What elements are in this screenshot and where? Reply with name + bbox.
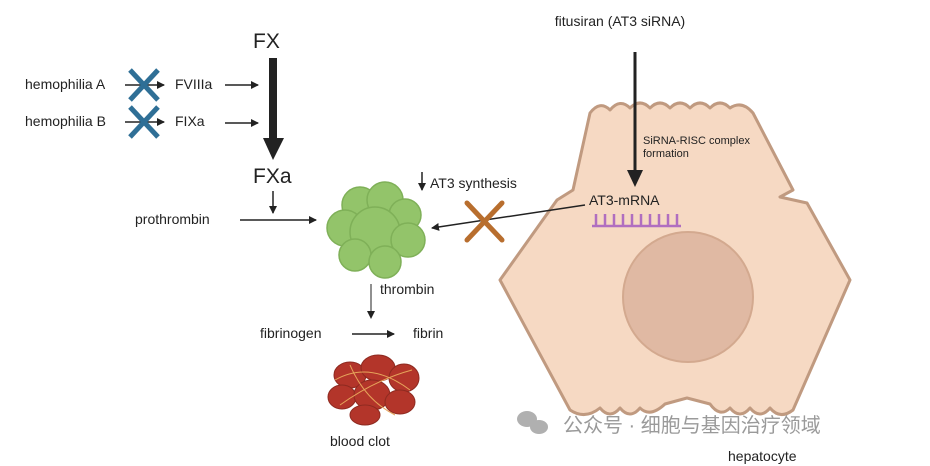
fibrin-label: fibrin bbox=[413, 325, 443, 341]
sirna-risc-label-1: SiRNA-RISC complex bbox=[643, 135, 750, 147]
thrombin-molecule-icon bbox=[326, 181, 426, 279]
prothrombin-label: prothrombin bbox=[135, 211, 210, 227]
blocked-x-icon bbox=[128, 68, 160, 102]
fx-to-fxa-arrow bbox=[269, 58, 277, 140]
blocked-x-icon bbox=[128, 105, 160, 139]
fxa-label: FXa bbox=[253, 165, 292, 188]
nucleus bbox=[622, 231, 754, 363]
fitusiran-label: fitusiran (AT3 siRNA) bbox=[555, 13, 685, 29]
hepatocyte-label: hepatocyte bbox=[728, 448, 797, 464]
fx-arrowhead bbox=[263, 138, 284, 160]
thrombin-label: thrombin bbox=[380, 281, 434, 297]
hemophilia-b-label: hemophilia B bbox=[25, 113, 106, 129]
blood-clot-label: blood clot bbox=[330, 433, 390, 449]
blocked-x-icon bbox=[464, 200, 505, 243]
fibrinogen-label: fibrinogen bbox=[260, 325, 322, 341]
watermark-text: 公众号 · 细胞与基因治疗领域 bbox=[563, 414, 821, 437]
at3-synthesis-label: AT3 synthesis bbox=[430, 175, 517, 191]
mrna-strand-icon bbox=[592, 214, 681, 228]
at3-mrna-label: AT3-mRNA bbox=[589, 192, 660, 208]
blood-clot-icon bbox=[327, 354, 420, 426]
fitusiran-arrowhead bbox=[627, 170, 643, 187]
fixa-label: FIXa bbox=[175, 113, 205, 129]
fviiia-label: FVIIIa bbox=[175, 76, 213, 92]
hepatocyte-cell bbox=[498, 101, 852, 416]
fx-label: FX bbox=[253, 30, 280, 53]
hemophilia-a-label: hemophilia A bbox=[25, 76, 106, 92]
wechat-icon bbox=[517, 411, 548, 434]
sirna-risc-label-2: formation bbox=[643, 148, 689, 160]
